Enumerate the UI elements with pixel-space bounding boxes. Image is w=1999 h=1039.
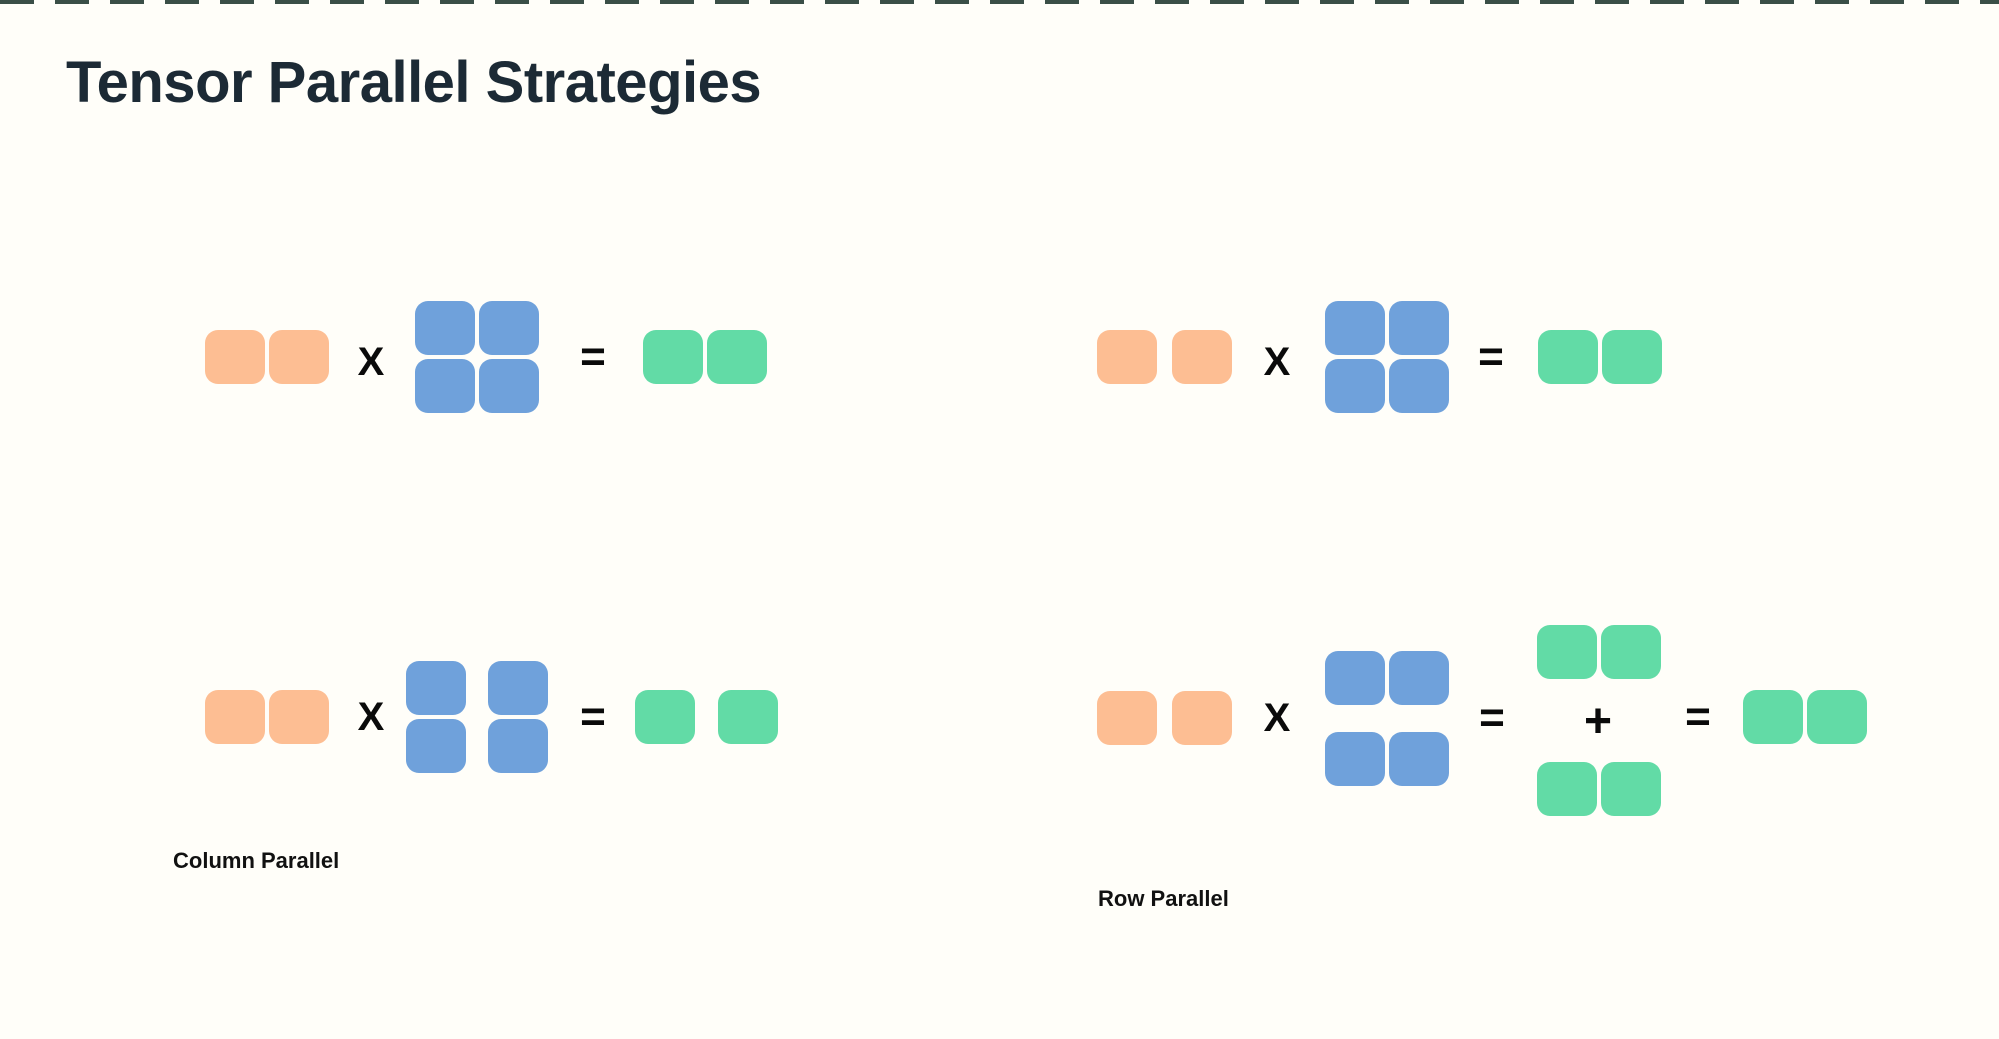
weight-block xyxy=(1389,359,1449,413)
partial-output-block-1 xyxy=(1537,625,1597,679)
multiply-operator: X xyxy=(357,695,385,739)
row-parallel-label: Row Parallel xyxy=(1098,886,1229,911)
partial-output-block-2 xyxy=(1537,762,1597,816)
partial-output-block-1 xyxy=(1601,625,1661,679)
multiply-operator: X xyxy=(1263,696,1291,740)
weight-block xyxy=(415,359,475,413)
equals-operator: = xyxy=(580,332,606,381)
equals-operator: = xyxy=(580,692,606,741)
weight-block xyxy=(1389,301,1449,355)
weight-block xyxy=(1325,359,1385,413)
weight-block-row-shard-1 xyxy=(1389,651,1449,705)
equals-operator: = xyxy=(1479,693,1505,742)
weight-block-row-shard-1 xyxy=(1325,651,1385,705)
weight-block-row-shard-2 xyxy=(1325,732,1385,786)
page-title: Tensor Parallel Strategies xyxy=(66,50,762,115)
input-block xyxy=(205,690,265,744)
output-block xyxy=(1538,330,1598,384)
weight-block-column-shard-1 xyxy=(406,719,466,773)
equals-operator: = xyxy=(1685,692,1711,741)
output-block xyxy=(1743,690,1803,744)
output-block xyxy=(707,330,767,384)
input-block xyxy=(1097,330,1157,384)
column-parallel-label: Column Parallel xyxy=(173,848,340,873)
output-block-shard-1 xyxy=(635,690,695,744)
equals-operator: = xyxy=(1478,332,1504,381)
weight-block-column-shard-2 xyxy=(488,661,548,715)
partial-output-block-2 xyxy=(1601,762,1661,816)
multiply-operator: X xyxy=(357,340,385,384)
weight-block-row-shard-2 xyxy=(1389,732,1449,786)
input-block xyxy=(1172,330,1232,384)
weight-block xyxy=(1325,301,1385,355)
multiply-operator: X xyxy=(1263,340,1291,384)
input-block xyxy=(1172,691,1232,745)
input-block xyxy=(1097,691,1157,745)
input-block xyxy=(269,690,329,744)
weight-block xyxy=(415,301,475,355)
output-block xyxy=(1807,690,1867,744)
output-block xyxy=(643,330,703,384)
weight-block-column-shard-2 xyxy=(488,719,548,773)
weight-block xyxy=(479,359,539,413)
output-block xyxy=(1602,330,1662,384)
output-block-shard-2 xyxy=(718,690,778,744)
plus-operator: + xyxy=(1583,695,1613,748)
top-border-squares xyxy=(0,0,1999,4)
input-block xyxy=(205,330,265,384)
weight-block-column-shard-1 xyxy=(406,661,466,715)
input-block xyxy=(269,330,329,384)
weight-block xyxy=(479,301,539,355)
